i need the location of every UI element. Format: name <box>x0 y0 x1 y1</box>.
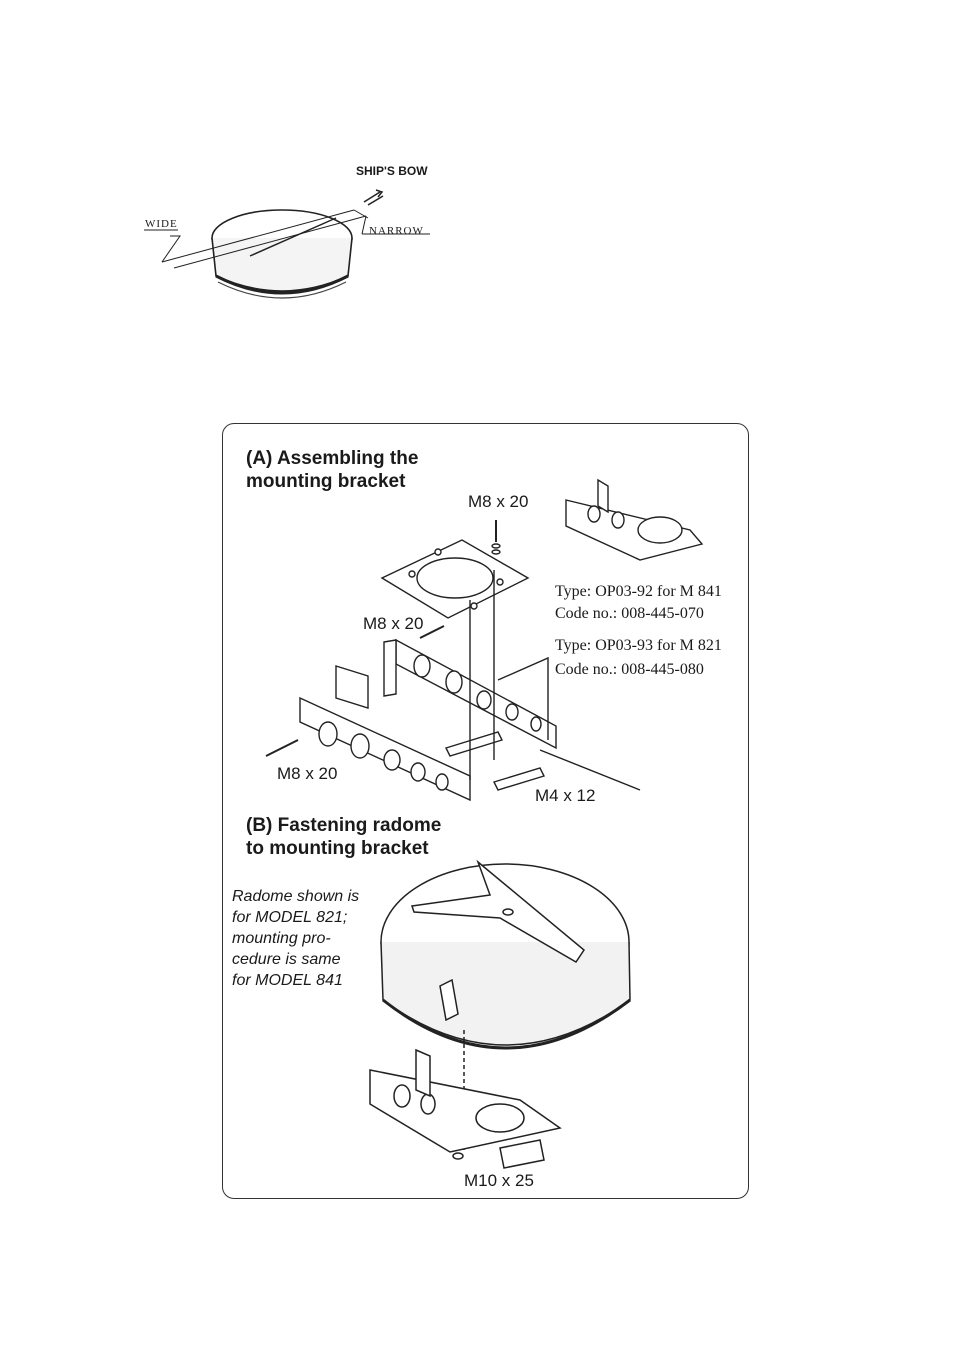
section-a-heading: (A) Assembling the mounting bracket <box>246 447 418 493</box>
section-a-heading-line2: mounting bracket <box>246 471 406 492</box>
orientation-diagram <box>140 160 460 310</box>
section-a-heading-line1: (A) Assembling the <box>246 448 419 469</box>
bolt-top-label: M8 x 20 <box>468 492 529 511</box>
model-note-line: cedure is same <box>232 951 341 968</box>
type1-label: Type: OP03-92 for M 841 Code no.: 008-44… <box>555 581 722 625</box>
bolt-left-label: M8 x 20 <box>277 764 338 783</box>
bolt-mid-label: M8 x 20 <box>363 614 424 633</box>
type1-line1: Type: OP03-92 for M 841 <box>555 583 722 600</box>
model-note-line: Radome shown is <box>232 888 360 905</box>
model-note-line: for MODEL 821; <box>232 909 348 926</box>
type2-label: Type: OP03-93 for M 821 Code no.: 008-44… <box>555 634 722 682</box>
radome-top-view-drawing <box>144 189 430 299</box>
bolt-small-label: M4 x 12 <box>535 786 596 805</box>
bolt-m10-label: M10 x 25 <box>464 1171 534 1190</box>
type1-line2: Code no.: 008-445-070 <box>555 605 704 622</box>
section-b-heading-line2: to mounting bracket <box>246 838 429 859</box>
wide-label: WIDE <box>145 218 178 230</box>
section-b-heading-line1: (B) Fastening radome <box>246 815 442 836</box>
model-note: Radome shown is for MODEL 821; mounting … <box>232 886 359 991</box>
model-note-line: for MODEL 841 <box>232 972 343 989</box>
narrow-label: NARROW <box>369 225 424 237</box>
model-note-line: mounting pro- <box>232 930 331 947</box>
type2-line2: Code no.: 008-445-080 <box>555 661 704 678</box>
type2-line1: Type: OP03-93 for M 821 <box>555 637 722 654</box>
section-b-heading: (B) Fastening radome to mounting bracket <box>246 814 441 860</box>
ships-bow-label: SHIP'S BOW <box>356 164 428 178</box>
installation-panel <box>222 423 749 1199</box>
